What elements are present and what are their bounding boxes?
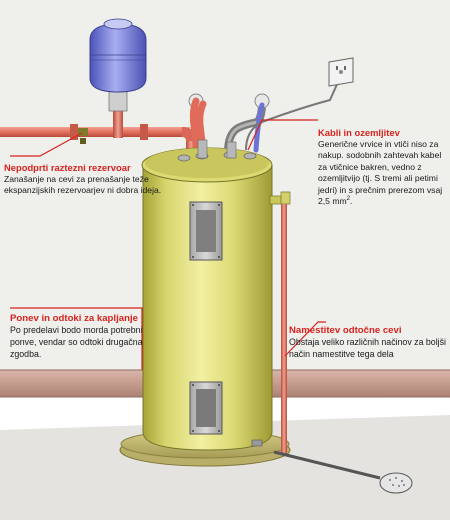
pipe-coupling bbox=[140, 124, 148, 140]
callout-expansion-tank: Nepodprti raztezni rezervoar Zanašanje n… bbox=[4, 162, 164, 197]
floor bbox=[0, 415, 450, 520]
drain-strainer-icon bbox=[379, 472, 413, 494]
supply-pipe-horizontal bbox=[0, 127, 190, 137]
leader-line-drain-pipe bbox=[284, 321, 326, 357]
callout-title-cables: Kabli in ozemljitev bbox=[318, 127, 400, 138]
electrical-outlet-icon bbox=[328, 57, 354, 87]
callout-title-expansion-tank: Nepodprti raztezni rezervoar bbox=[4, 162, 131, 173]
callout-text-drain-pipe: Obstaja veliko različnih načinov za bolj… bbox=[289, 337, 446, 360]
tee-fitting bbox=[113, 110, 123, 138]
callout-text-expansion-tank: Zanašanje na cevi za prenašanje teže eks… bbox=[4, 174, 162, 196]
callout-text-drip-pan: Po predelavi bodo morda potrebni ponve, … bbox=[10, 325, 143, 359]
valve-body bbox=[78, 128, 88, 136]
leader-line-drip-pan bbox=[10, 307, 143, 370]
leader-line-expansion-tank bbox=[10, 132, 83, 157]
callout-drain-pipe: Namestitev odtočne cevi Obstaja veliko r… bbox=[289, 325, 447, 361]
superscript-2: 2 bbox=[346, 196, 350, 203]
relief-valve-discharge-pipe bbox=[269, 191, 291, 454]
drain-valve bbox=[251, 439, 263, 447]
callout-text-cables: Generične vrvice in vtiči niso za nakup.… bbox=[318, 139, 443, 207]
callout-drip-pan: Ponev in odtoki za kapljanje Po predelav… bbox=[10, 313, 160, 361]
drain-line bbox=[273, 450, 381, 480]
callout-title-drip-pan: Ponev in odtoki za kapljanje bbox=[10, 313, 138, 324]
callout-title-drain-pipe: Namestitev odtočne cevi bbox=[289, 325, 402, 336]
water-heater-tank bbox=[141, 139, 273, 451]
power-cable bbox=[245, 81, 339, 151]
leader-line-cables bbox=[247, 119, 318, 151]
pipe-coupling bbox=[70, 124, 78, 140]
callout-cables: Kabli in ozemljitev Generične vrvice in … bbox=[318, 127, 448, 207]
expansion-tank bbox=[89, 18, 147, 112]
